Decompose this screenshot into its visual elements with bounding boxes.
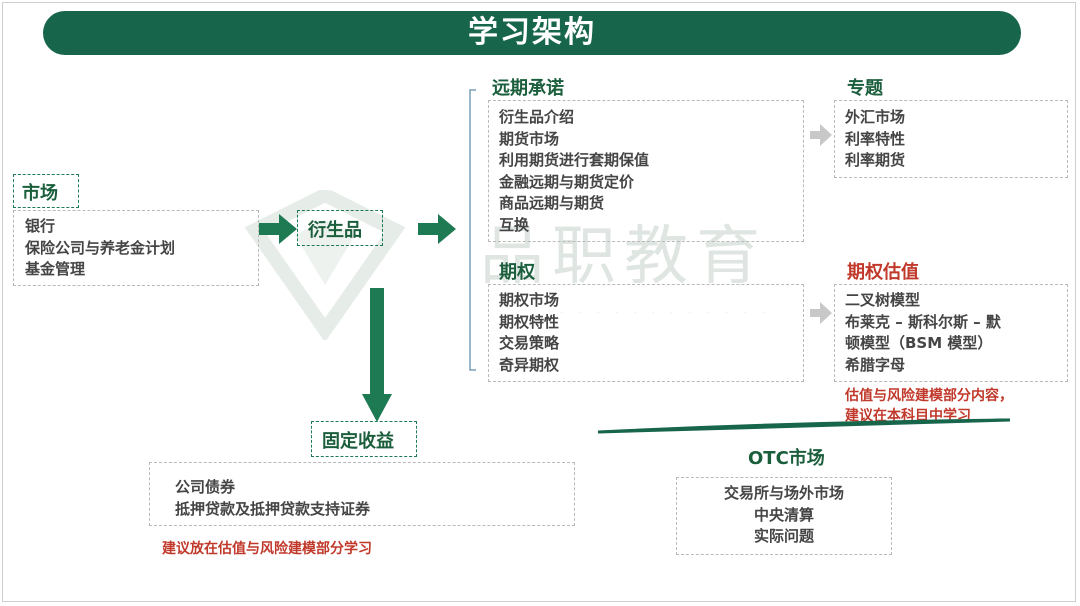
list-item: 布莱克 – 斯科尔斯 – 默 bbox=[845, 312, 1001, 331]
fixed-list: 公司债券 抵押贷款及抵押贷款支持证券 bbox=[175, 477, 370, 520]
list-item: 基金管理 bbox=[25, 260, 86, 278]
topics-list: 外汇市场 利率特性 利率期货 bbox=[845, 107, 905, 172]
list-item: 利率期货 bbox=[845, 151, 906, 169]
page-title: 学习架构 bbox=[43, 11, 1021, 55]
options-heading: 期权 bbox=[499, 262, 535, 283]
forward-heading: 远期承诺 bbox=[492, 78, 564, 99]
list-item: 衍生品介绍 bbox=[499, 108, 575, 126]
arrow-right-icon bbox=[259, 214, 297, 244]
note-line: 估值与风险建模部分内容， bbox=[845, 388, 1013, 404]
grey-arrow-icon bbox=[810, 124, 832, 146]
list-item: 商品远期与期货 bbox=[499, 194, 605, 212]
list-item: 期权特性 bbox=[499, 312, 560, 331]
list-item: 利用期货进行套期保值 bbox=[499, 151, 650, 169]
list-item: 抵押贷款及抵押贷款支持证券 bbox=[175, 499, 371, 518]
list-item: 奇异期权 bbox=[499, 355, 560, 374]
fixed-box bbox=[149, 462, 575, 526]
list-item: 交易策略 bbox=[499, 334, 560, 352]
topics-heading: 专题 bbox=[847, 78, 883, 99]
list-item: 实际问题 bbox=[753, 527, 814, 545]
arrow-right-icon bbox=[418, 214, 456, 244]
derivatives-heading-box bbox=[297, 210, 383, 246]
forward-list: 衍生品介绍 期货市场 利用期货进行套期保值 金融远期与期货定价 商品远期与期货 … bbox=[499, 107, 649, 236]
derivatives-heading: 衍生品 bbox=[308, 220, 362, 241]
list-item: 互换 bbox=[499, 215, 530, 234]
fixed-heading: 固定收益 bbox=[322, 431, 394, 452]
forward-box bbox=[488, 100, 804, 242]
list-item: 二叉树模型 bbox=[845, 291, 921, 309]
list-item: 银行 bbox=[25, 217, 56, 235]
list-item: 希腊字母 bbox=[845, 355, 906, 374]
watermark-text: 品职教育 bbox=[480, 220, 768, 294]
bracket-line bbox=[469, 89, 476, 371]
arrow-down-icon bbox=[362, 288, 392, 422]
otc-box bbox=[676, 477, 892, 555]
fixed-note: 建议放在估值与风险建模部分学习 bbox=[162, 541, 372, 557]
valuation-heading: 期权估值 bbox=[847, 262, 919, 283]
market-box bbox=[13, 210, 259, 286]
list-item: 期货市场 bbox=[499, 129, 560, 148]
watermark-dots: · · · · · · · · · · · · bbox=[560, 308, 772, 319]
list-item: 中央清算 bbox=[753, 505, 814, 524]
list-item: 交易所与场外市场 bbox=[723, 484, 844, 502]
options-box bbox=[488, 284, 804, 382]
watermark-logo bbox=[244, 190, 406, 340]
market-heading: 市场 bbox=[22, 183, 58, 204]
topics-box bbox=[834, 100, 1068, 178]
list-item: 外汇市场 bbox=[845, 108, 906, 126]
list-item: 期权市场 bbox=[499, 291, 560, 309]
list-item: 顿模型（BSM 模型） bbox=[845, 334, 993, 352]
valuation-box bbox=[834, 284, 1068, 382]
fixed-heading-box bbox=[311, 421, 417, 457]
list-item: 保险公司与养老金计划 bbox=[25, 238, 176, 257]
list-item: 利率特性 bbox=[845, 129, 906, 148]
valuation-list: 二叉树模型 布莱克 – 斯科尔斯 – 默 顿模型（BSM 模型） 希腊字母 bbox=[845, 290, 1001, 376]
otc-list: 交易所与场外市场 中央清算 实际问题 bbox=[676, 483, 892, 548]
market-heading-box bbox=[13, 174, 79, 208]
options-list: 期权市场 期权特性 交易策略 奇异期权 bbox=[499, 290, 559, 376]
list-item: 金融远期与期货定价 bbox=[499, 172, 635, 191]
otc-curve-line bbox=[597, 418, 1011, 434]
market-list: 银行 保险公司与养老金计划 基金管理 bbox=[25, 216, 175, 281]
otc-heading: OTC市场 bbox=[748, 448, 825, 469]
list-item: 公司债券 bbox=[175, 478, 236, 496]
grey-arrow-icon bbox=[810, 302, 832, 324]
